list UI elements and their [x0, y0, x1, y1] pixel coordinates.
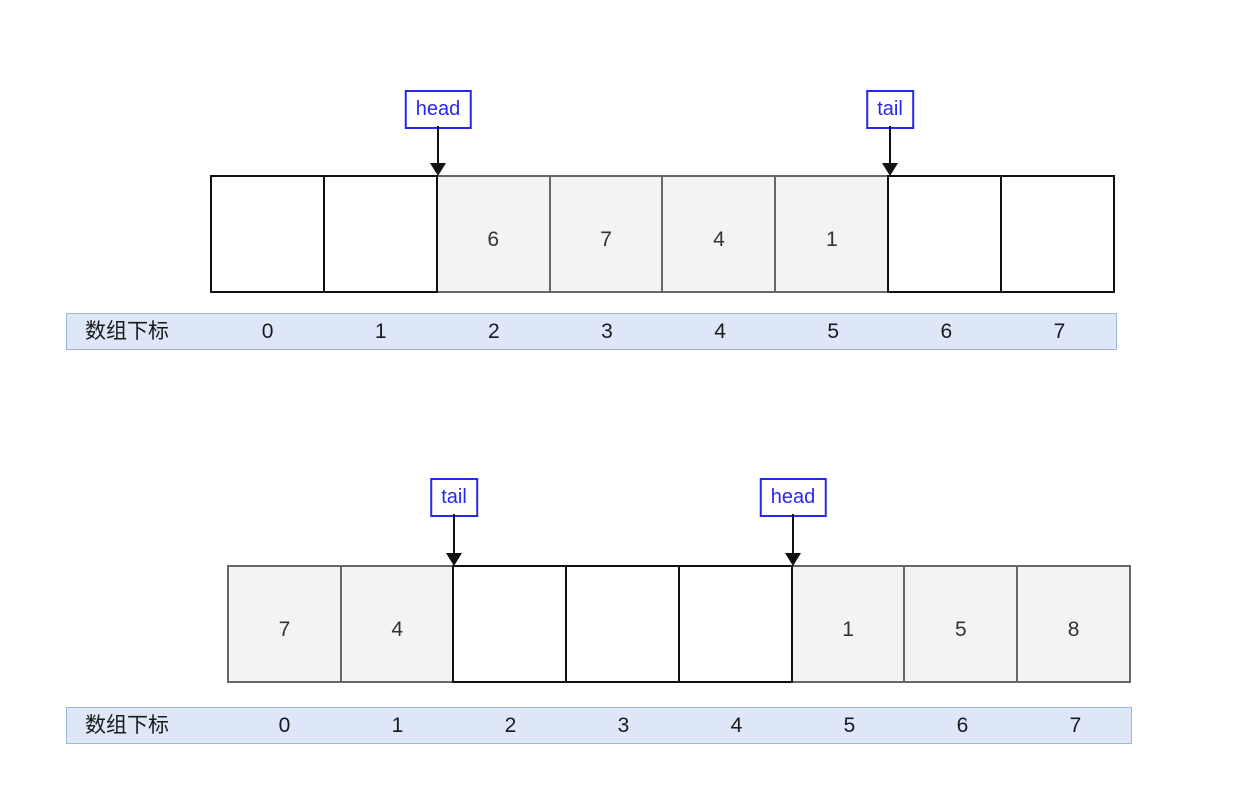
index-value-7: 7	[1069, 714, 1082, 737]
array-cell-1: 4	[339, 565, 455, 683]
array-cell-2	[452, 565, 568, 683]
array-cell-0	[210, 175, 326, 293]
index-bar-cells: 0 1 2 3 4 5 6 7	[228, 708, 1132, 743]
array-cell-value: 7	[600, 227, 612, 251]
index-value-2: 2	[504, 714, 517, 737]
array-cell-5: 1	[790, 565, 906, 683]
index-value-1: 1	[391, 714, 404, 737]
index-value-7: 7	[1053, 320, 1066, 343]
pointer-head-figure-2: head	[759, 478, 827, 566]
index-bar-label: 数组下标	[85, 714, 169, 737]
array-cell-7: 8	[1016, 565, 1132, 683]
array-cell-value: 7	[278, 617, 291, 641]
index-value-5: 5	[843, 714, 856, 737]
array-cell-6	[887, 175, 1003, 293]
index-value-2: 2	[487, 320, 500, 343]
index-value-4: 4	[730, 714, 743, 737]
index-value-3: 3	[617, 714, 630, 737]
array-cell-0: 7	[227, 565, 342, 683]
array-cell-3: 7	[548, 175, 664, 293]
array-row-2: 7 4 1 5 8	[227, 565, 1132, 683]
pointer-label: head	[759, 478, 827, 517]
pointer-tail-figure-2: tail	[430, 478, 478, 566]
array-cell-7	[1000, 175, 1116, 293]
array-cell-value: 8	[1067, 617, 1080, 641]
index-value-5: 5	[827, 320, 840, 343]
arrowhead-icon	[446, 553, 462, 566]
index-value-6: 6	[956, 714, 969, 737]
index-bar-label: 数组下标	[85, 320, 169, 343]
array-cell-value: 4	[391, 617, 404, 641]
array-cell-value: 5	[955, 617, 967, 641]
pointer-shaft	[453, 514, 455, 553]
index-value-3: 3	[601, 320, 613, 343]
array-cell-4: 4	[661, 175, 777, 293]
pointer-shaft	[889, 126, 891, 163]
index-value-0: 0	[261, 320, 274, 343]
index-value-4: 4	[714, 320, 726, 343]
pointer-head-figure-1: head	[404, 90, 472, 176]
array-cell-1	[322, 175, 438, 293]
array-cell-value: 1	[825, 227, 838, 251]
pointer-shaft	[792, 514, 794, 553]
index-bar-cells: 0 1 2 3 4 5 6 7	[211, 314, 1116, 349]
pointer-label: head	[404, 90, 472, 129]
array-cell-6: 5	[903, 565, 1019, 683]
arrowhead-icon	[785, 553, 801, 566]
array-cell-value: 6	[487, 227, 500, 251]
index-bar-figure-2: 数组下标 0 1 2 3 4 5 6 7	[66, 707, 1132, 744]
arrowhead-icon	[882, 163, 898, 176]
arrowhead-icon	[430, 163, 446, 176]
index-value-0: 0	[278, 714, 291, 737]
array-cell-value: 1	[842, 617, 854, 641]
array-row-1: 6 7 4 1	[210, 175, 1116, 293]
pointer-tail-figure-1: tail	[866, 90, 914, 176]
pointer-label: tail	[866, 90, 914, 129]
pointer-shaft	[437, 126, 439, 163]
index-value-6: 6	[940, 320, 953, 343]
array-cell-3	[565, 565, 681, 683]
array-cell-5: 1	[774, 175, 890, 293]
array-cell-value: 4	[713, 227, 725, 251]
array-cell-2: 6	[435, 175, 551, 293]
index-bar-figure-1: 数组下标 0 1 2 3 4 5 6 7	[66, 313, 1117, 350]
array-cell-4	[677, 565, 793, 683]
pointer-label: tail	[430, 478, 478, 517]
index-value-1: 1	[374, 320, 387, 343]
